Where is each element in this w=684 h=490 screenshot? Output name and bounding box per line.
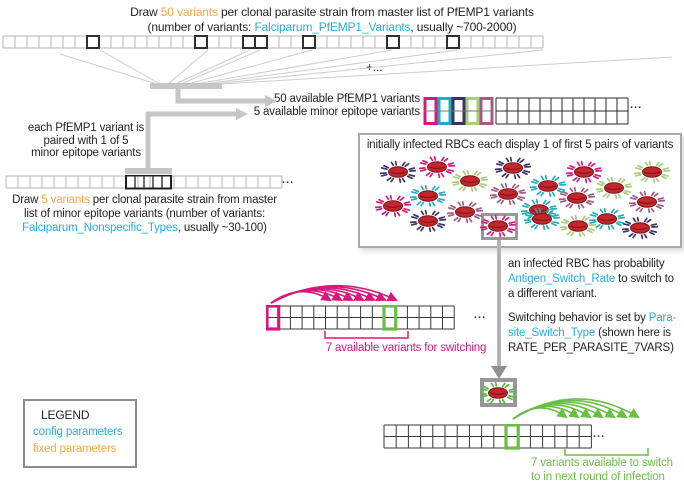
switch-note-line1: an infected RBC has probability [508, 258, 665, 270]
switch-note-line2: Antigen_Switch_Rate to switch to [508, 273, 674, 285]
minor-note-line2: list of minor epitope variants (number o… [24, 207, 265, 220]
switch-arrows-green-icon [512, 398, 640, 420]
header-text: Draw 50 variants per clonal parasite str… [30, 5, 634, 35]
pairing-note-line3: minor epitope variants [31, 147, 141, 159]
minor-note-line1: Draw 5 variants per clonal parasite stra… [12, 194, 277, 206]
collector-bar-minor [125, 168, 172, 174]
header-line2: (number of variants: Falciparum_PfEMP1_V… [147, 20, 517, 34]
switching-grid-ellipsis: ... [474, 309, 487, 321]
next-round-label-line2: to in next round of infection [531, 471, 665, 483]
header-line1: Draw 50 variants per clonal parasite str… [130, 5, 534, 19]
pairing-note-line1: each PfEMP1 variant is [27, 122, 145, 134]
next-round-grid [383, 423, 595, 455]
next-round-label-line1: 7 variants available to switch [531, 457, 673, 469]
pair-grid-ellipsis: ... [630, 99, 643, 111]
legend-box: LEGEND config parameters fixed parameter… [23, 399, 137, 468]
pair-grid-plain-cells [495, 97, 629, 125]
behavior-note-line1: Switching behavior is set by Para- [508, 312, 677, 324]
switching-grid-cells [265, 304, 455, 331]
available-variants-note: 50 available PfEMP1 variants 5 available… [170, 93, 420, 118]
behavior-note-line3: RATE_PER_PARASITE_7VARS) [508, 342, 674, 354]
pair-grid-colored-cells [423, 97, 494, 125]
switch-arrows-pink-icon [270, 284, 398, 304]
pairing-note: each PfEMP1 variant is paired with 1 of … [22, 122, 150, 160]
infected-rbc-box: initially infected RBCs each display 1 o… [358, 133, 682, 248]
switched-rbc-frame [480, 378, 517, 407]
gray-down-arrow-icon [491, 240, 507, 379]
pairing-note-line2: paired with 1 of 5 [43, 134, 129, 147]
switching-label: 7 available variants for switching [325, 342, 487, 354]
pair-grid-colored [423, 96, 498, 132]
next-round-grid-cells [383, 423, 592, 450]
pfemp1-master-row [2, 35, 546, 55]
collector-bar-pfemp1 [150, 83, 222, 89]
legend-title: LEGEND [41, 408, 90, 422]
pair-grid-plain [495, 97, 631, 131]
behavior-note-line2: site_Switch_Type (shown here is [508, 327, 671, 339]
minor-note-line3: Falciparum_Nonspecific_Types, usually ~3… [22, 221, 267, 234]
selected-rbc-frame [481, 213, 518, 240]
legend-item-fixed: fixed parameters [33, 443, 117, 455]
minor-master-row-grid [5, 174, 283, 190]
available-line1: 50 available PfEMP1 variants [273, 93, 420, 105]
switch-rate-note: an infected RBC has probability Antigen_… [508, 257, 684, 302]
minor-epitope-note: Draw 5 variants per clonal parasite stra… [2, 194, 287, 235]
plus-more-label: +... [366, 60, 383, 74]
switch-note-line3: a different variant. [508, 288, 597, 300]
minor-row-ellipsis: ... [282, 174, 295, 186]
rbc-box-title: initially infected RBCs each display 1 o… [366, 139, 674, 151]
switch-behavior-note: Switching behavior is set by Para- site_… [508, 311, 684, 356]
pfemp1-master-row-grid [2, 35, 544, 49]
next-round-label: 7 variants available to switch to in nex… [531, 456, 681, 484]
legend-item-config: config parameters [33, 426, 123, 438]
next-round-grid-ellipsis: ... [593, 428, 606, 440]
minor-epitope-master-row [5, 174, 285, 196]
switching-grid [265, 304, 457, 336]
available-line2: 5 available minor epitope variants [253, 105, 420, 118]
